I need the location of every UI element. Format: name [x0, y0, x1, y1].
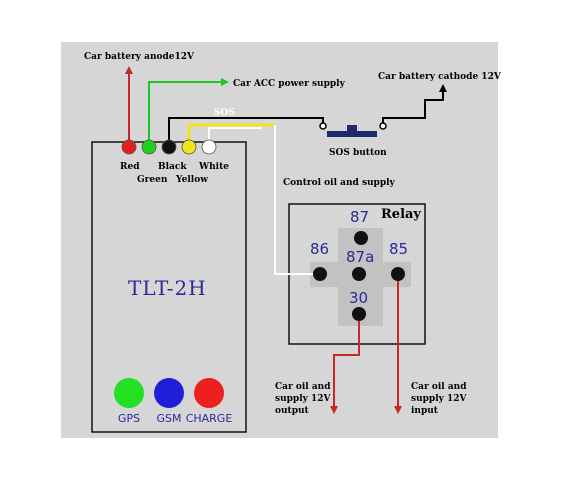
relay-pin-label-85: 85 — [389, 240, 408, 258]
label-oil-input-1: Car oil and — [411, 382, 467, 392]
wire-label-white: White — [198, 162, 229, 172]
wire-dot-black — [161, 139, 177, 155]
cathode-wire — [382, 84, 447, 126]
relay-pin-85 — [391, 267, 405, 281]
label-oil-output-2: supply 12V — [275, 394, 332, 404]
sos-contact-left — [319, 122, 327, 130]
label-sos-button: SOS button — [329, 148, 387, 158]
relay-pin-30 — [352, 307, 366, 321]
led-label-gps: GPS — [118, 412, 140, 425]
yellow-wire — [187, 123, 275, 145]
wire-label-green: Green — [137, 175, 168, 185]
device-model: TLT-2H — [128, 276, 207, 300]
wire-label-black: Black — [158, 162, 187, 172]
sos-button-bar — [327, 131, 377, 137]
led-charge — [194, 378, 224, 408]
relay-pin-label-86: 86 — [310, 240, 329, 258]
black-wire — [168, 117, 324, 145]
wire-connectors — [121, 139, 217, 155]
wire-dot-red — [121, 139, 137, 155]
label-oil-input-2: supply 12V — [411, 394, 468, 404]
relay-pin-86 — [313, 267, 327, 281]
label-battery-anode: Car battery anode12V — [84, 52, 195, 62]
led-label-gsm: GSM — [157, 412, 182, 425]
relay-pin-label-87: 87 — [350, 208, 369, 226]
wire-dot-green — [141, 139, 157, 155]
white-wire — [208, 127, 262, 145]
status-leds: GPS GSM CHARGE — [114, 378, 232, 425]
label-oil-input-3: input — [411, 406, 439, 416]
label-battery-cathode: Car battery cathode 12V — [378, 72, 502, 82]
label-control-oil: Control oil and supply — [283, 178, 396, 188]
led-label-charge: CHARGE — [186, 412, 233, 425]
relay-pin-label-87a: 87a — [346, 248, 374, 266]
label-sos: SOS — [214, 108, 235, 118]
sos-contact-right — [379, 122, 387, 130]
relay-pin-label-30: 30 — [349, 289, 368, 307]
label-acc-power: Car ACC power supply — [233, 79, 346, 89]
relay-pin-87 — [354, 231, 368, 245]
control-wire — [274, 125, 320, 275]
label-oil-output-1: Car oil and — [275, 382, 331, 392]
wire-dot-white — [201, 139, 217, 155]
wire-label-yellow: Yellow — [175, 175, 208, 185]
sos-button-stem — [347, 125, 357, 132]
wire-label-red: Red — [120, 162, 140, 172]
relay-title: Relay — [381, 207, 421, 222]
led-gsm — [154, 378, 184, 408]
label-oil-output-3: output — [275, 406, 310, 416]
led-gps — [114, 378, 144, 408]
green-wire — [148, 78, 229, 145]
relay-pin-87a — [352, 267, 366, 281]
wire-dot-yellow — [181, 139, 197, 155]
oil-output-wire — [330, 314, 360, 414]
